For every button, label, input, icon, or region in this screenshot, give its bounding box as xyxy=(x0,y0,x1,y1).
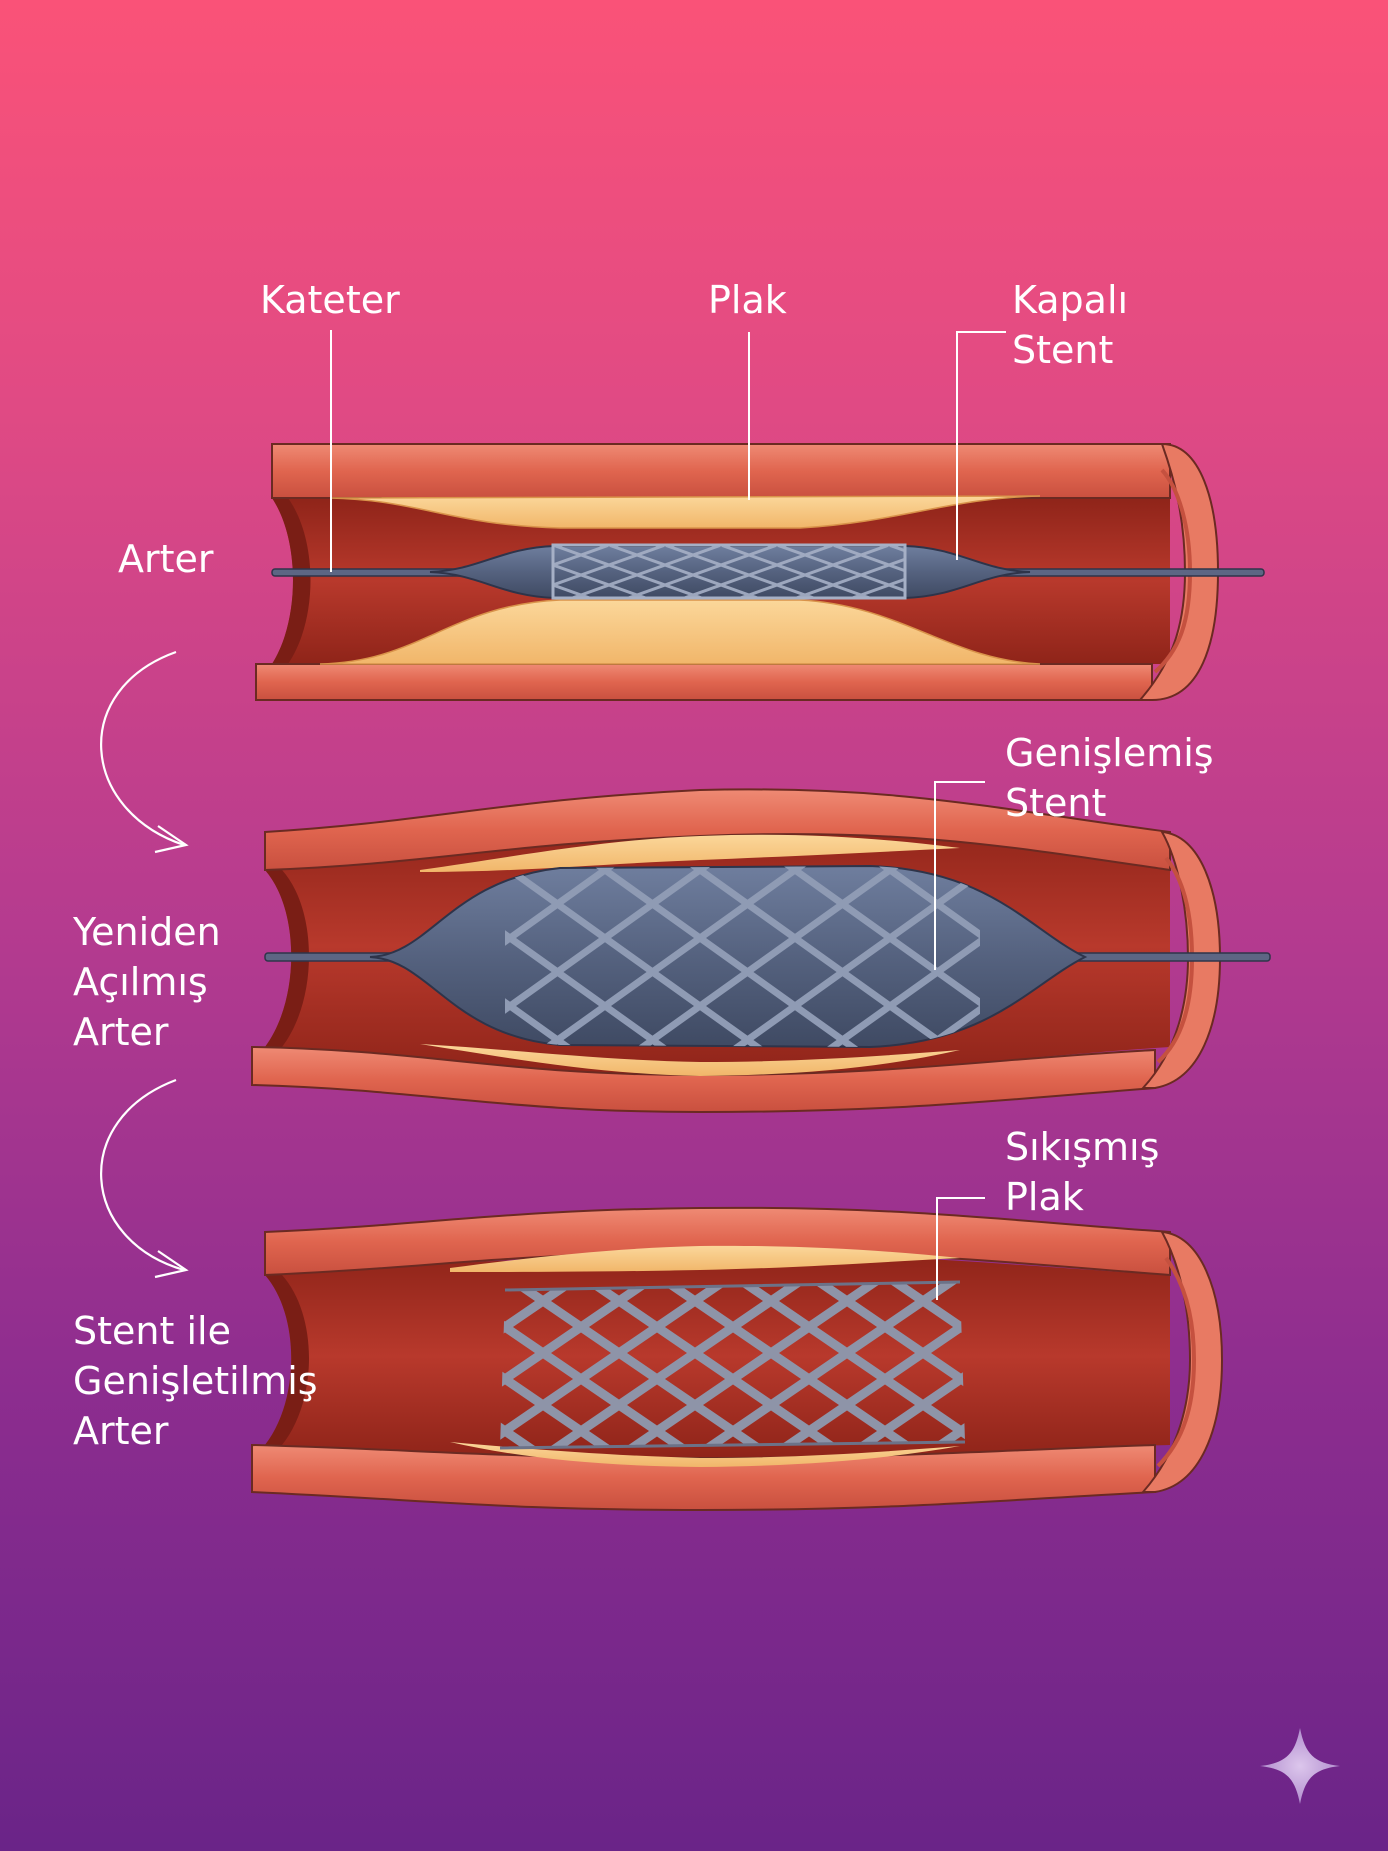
artery-panel-3 xyxy=(251,1206,1224,1512)
label-kapali-stent: Kapalı Stent xyxy=(1012,278,1129,372)
curved-arrow-icon xyxy=(100,650,189,854)
label-yeniden-acilmis-arter: Yeniden Açılmış Arter xyxy=(73,910,221,1054)
label-genislemis-stent: Genişlemiş Stent xyxy=(1005,731,1214,825)
artery-panel-1 xyxy=(255,442,1265,701)
label-arter: Arter xyxy=(118,537,214,581)
label-plak: Plak xyxy=(708,278,787,322)
leader-lines xyxy=(330,330,1006,1300)
label-sikismis-plak: Sıkışmış Plak xyxy=(1005,1125,1160,1219)
curved-arrow-icon xyxy=(100,1078,189,1279)
artery-panel-2 xyxy=(251,788,1271,1114)
sparkle-icon xyxy=(1260,1728,1340,1804)
label-kateter: Kateter xyxy=(260,278,400,322)
label-stent-ile-genisletilmis-arter: Stent ile Genişletilmiş Arter xyxy=(73,1309,318,1453)
